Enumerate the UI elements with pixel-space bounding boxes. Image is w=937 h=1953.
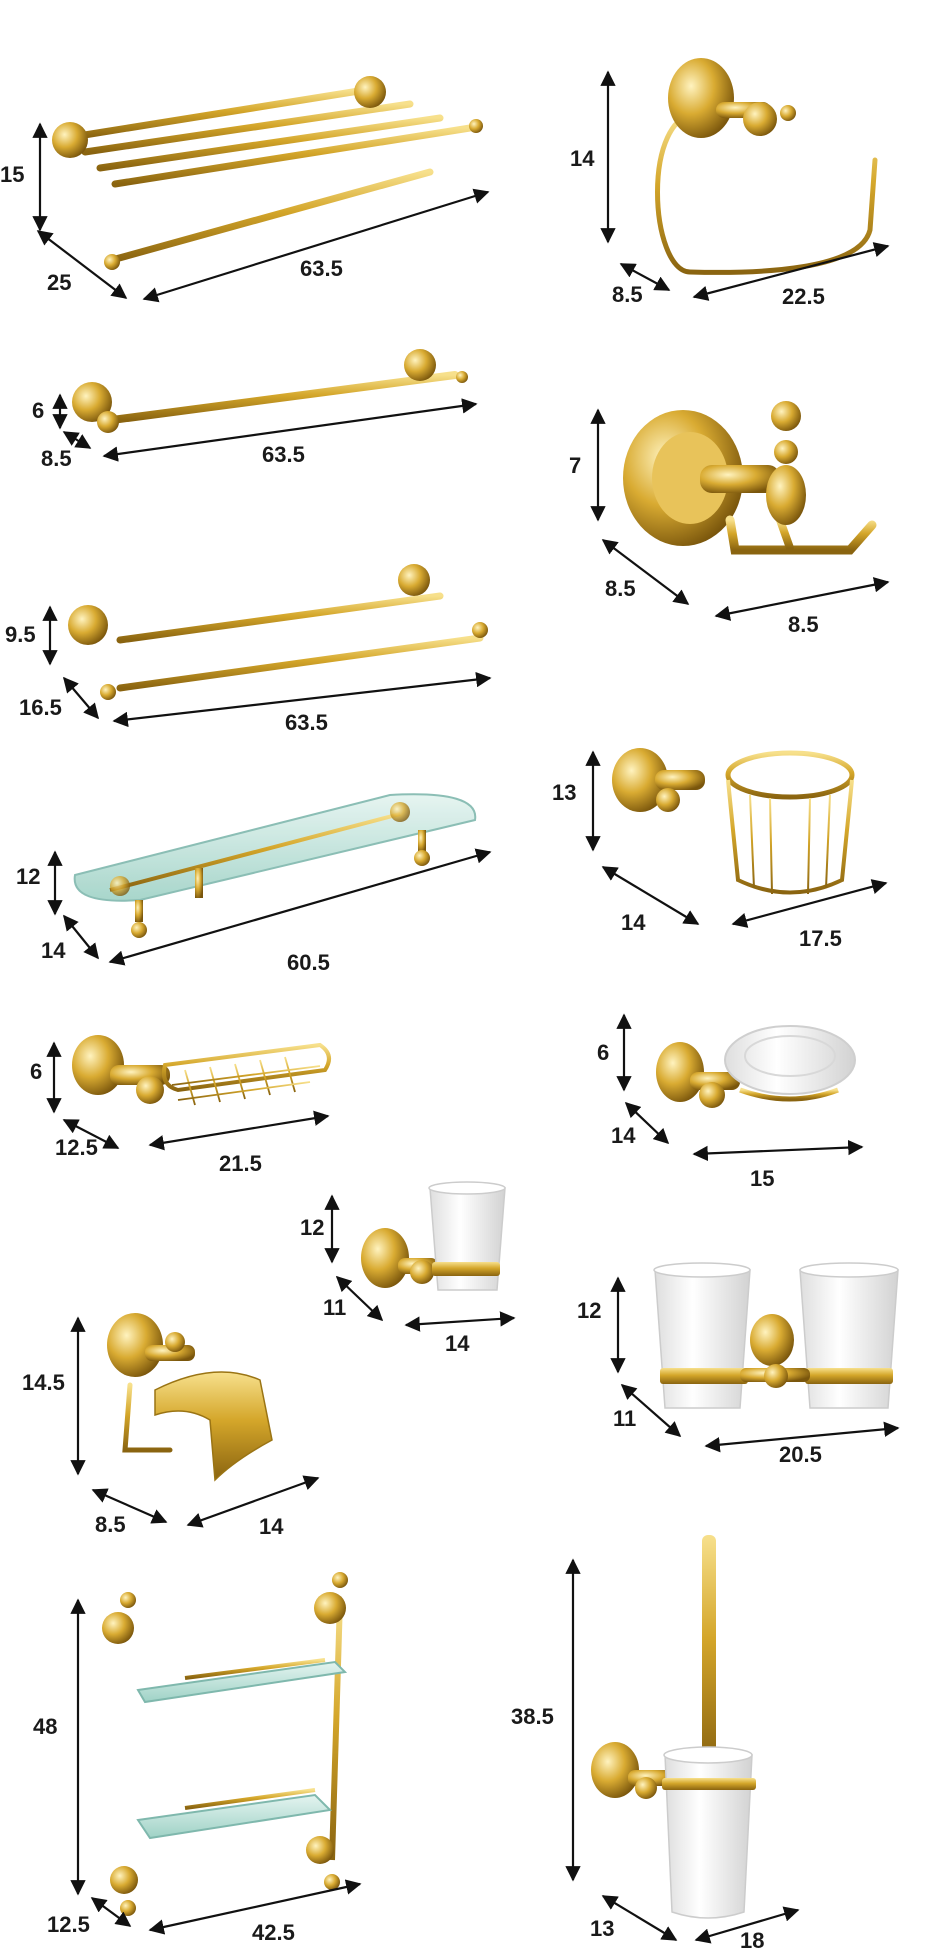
towel-ring-width-label: 22.5 — [782, 284, 825, 309]
ceramic-soap-dish-height-label: 6 — [597, 1040, 610, 1065]
towel-shelf-width-label: 63.5 — [300, 256, 343, 281]
toilet-brush-width-label: 18 — [740, 1928, 765, 1953]
double-tumbler-height-label: 12 — [577, 1298, 602, 1323]
wire-soap-basket-width-label: 21.5 — [219, 1151, 262, 1176]
towel-ring-height-label: 14 — [570, 146, 595, 171]
paper-basket-depth-label: 14 — [621, 910, 646, 935]
wire-soap-basket-depth-label: 12.5 — [55, 1135, 98, 1160]
glass-shelf-width-label: 60.5 — [287, 950, 330, 975]
double-glass-shelf-dimension-arrows — [70, 1598, 362, 1935]
double-towel-bar-width-label: 63.5 — [285, 710, 328, 735]
ceramic-soap-dish-product — [656, 1025, 856, 1108]
robe-hook-height-label: 7 — [569, 453, 582, 478]
paper-basket-product — [612, 748, 855, 896]
single-tumbler-depth-label: 11 — [323, 1295, 347, 1320]
robe-hook-width-label: 8.5 — [788, 612, 819, 637]
wire-soap-basket-dimension-arrows — [46, 1041, 330, 1151]
double-towel-bar-dimension-arrows — [42, 605, 492, 728]
ceramic-soap-dish-dimension-arrows — [616, 1013, 864, 1162]
towel-shelf-product — [52, 76, 483, 270]
double-towel-bar-depth-label: 16.5 — [19, 695, 62, 720]
double-towel-bar-product — [68, 564, 488, 700]
robe-hook-product — [623, 401, 877, 555]
ceramic-soap-dish-depth-label: 14 — [611, 1123, 636, 1148]
double-tumbler-product — [653, 1262, 899, 1409]
double-tumbler-width-label: 20.5 — [779, 1442, 822, 1467]
paper-holder-height-label: 14.5 — [22, 1370, 65, 1395]
double-towel-bar-height-label: 9.5 — [5, 622, 36, 647]
single-towel-bar-dimension-arrows — [52, 393, 478, 462]
double-glass-shelf-depth-label: 12.5 — [47, 1912, 90, 1937]
toilet-brush-dimension-arrows — [565, 1558, 800, 1944]
toilet-brush-product — [591, 1535, 756, 1919]
paper-holder-depth-label: 8.5 — [95, 1512, 126, 1537]
paper-basket-dimension-arrows — [585, 750, 888, 928]
single-towel-bar-height-label: 6 — [32, 398, 45, 423]
double-tumbler-dimension-arrows — [610, 1276, 900, 1453]
double-glass-shelf-height-label: 48 — [33, 1714, 58, 1739]
single-towel-bar-depth-label: 8.5 — [41, 446, 72, 471]
double-tumbler-depth-label: 11 — [613, 1406, 637, 1431]
wire-soap-basket-height-label: 6 — [30, 1059, 43, 1084]
toilet-brush-height-label: 38.5 — [511, 1704, 554, 1729]
single-tumbler-product — [361, 1181, 506, 1291]
glass-shelf-dimension-arrows — [47, 848, 492, 966]
wire-soap-basket-product — [72, 1035, 331, 1106]
towel-shelf-depth-label: 25 — [47, 270, 72, 295]
single-tumbler-width-label: 14 — [445, 1331, 470, 1356]
towel-ring-product — [655, 58, 878, 275]
single-towel-bar-width-label: 63.5 — [262, 442, 305, 467]
glass-shelf-height-label: 12 — [16, 864, 41, 889]
towel-ring-dimension-arrows — [600, 70, 890, 301]
single-towel-bar-product — [72, 349, 468, 433]
towel-ring-depth-label: 8.5 — [612, 282, 643, 307]
double-glass-shelf-width-label: 42.5 — [252, 1920, 295, 1945]
robe-hook-depth-label: 8.5 — [605, 576, 636, 601]
paper-basket-width-label: 17.5 — [799, 926, 842, 951]
paper-basket-height-label: 13 — [552, 780, 577, 805]
towel-shelf-dimension-arrows — [32, 122, 490, 303]
towel-shelf-height-label: 15 — [0, 162, 25, 187]
double-glass-shelf-product — [102, 1572, 348, 1916]
glass-shelf-product — [73, 793, 477, 938]
single-tumbler-height-label: 12 — [300, 1215, 325, 1240]
paper-holder-dimension-arrows — [70, 1316, 320, 1528]
ceramic-soap-dish-width-label: 15 — [750, 1166, 775, 1191]
toilet-brush-depth-label: 13 — [590, 1916, 615, 1941]
paper-holder-product — [107, 1313, 273, 1482]
robe-hook-dimension-arrows — [590, 408, 890, 621]
glass-shelf-depth-label: 14 — [41, 938, 66, 963]
single-tumbler-dimension-arrows — [324, 1194, 516, 1332]
paper-holder-width-label: 14 — [259, 1514, 284, 1539]
